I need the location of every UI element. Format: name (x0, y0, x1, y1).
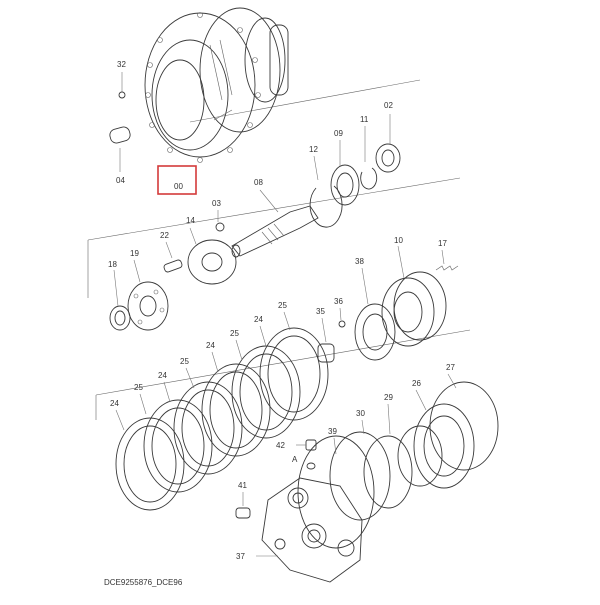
hub-assembly (317, 245, 459, 363)
piston-assembly (297, 373, 499, 549)
label-26: 26 (412, 379, 421, 388)
label-25d: 25 (134, 383, 143, 392)
label-30: 30 (356, 409, 365, 418)
seal-bearing-set (309, 114, 401, 228)
label-42: 42 (276, 441, 285, 450)
label-32: 32 (117, 60, 126, 69)
label-03: 03 (212, 199, 221, 208)
part-labels: 32 04 00 02 11 09 12 08 03 14 22 19 18 1… (108, 60, 455, 561)
label-24c: 24 (158, 371, 167, 380)
label-22: 22 (160, 231, 169, 240)
label-24a: 24 (254, 315, 263, 324)
label-24d: 24 (110, 399, 119, 408)
label-09: 09 (334, 129, 343, 138)
label-19: 19 (130, 249, 139, 258)
highlight-box (157, 165, 197, 195)
label-18: 18 (108, 260, 117, 269)
label-11: 11 (360, 115, 369, 124)
label-25a: 25 (278, 301, 287, 310)
friction-plates (115, 311, 329, 511)
housing-part (144, 7, 289, 163)
label-17: 17 (438, 239, 447, 248)
label-29: 29 (384, 393, 393, 402)
label-10: 10 (394, 236, 403, 245)
label-04: 04 (116, 176, 125, 185)
label-36: 36 (334, 297, 343, 306)
label-38: 38 (355, 257, 364, 266)
label-02: 02 (384, 101, 393, 110)
label-39: 39 (328, 427, 337, 436)
label-35: 35 (316, 307, 325, 316)
footer-code: DCE9255876_DCE96 (104, 578, 183, 587)
label-27: 27 (446, 363, 455, 372)
label-A: A (292, 455, 298, 464)
motor-body (235, 439, 363, 583)
label-12: 12 (309, 145, 318, 154)
label-25c: 25 (180, 357, 189, 366)
label-00: 00 (174, 182, 183, 191)
carrier-parts (109, 241, 183, 331)
shaft-assembly (187, 189, 319, 285)
label-14: 14 (186, 216, 195, 225)
label-37: 37 (236, 552, 245, 561)
section-frames (87, 79, 471, 420)
label-08: 08 (254, 178, 263, 187)
label-25b: 25 (230, 329, 239, 338)
label-24b: 24 (206, 341, 215, 350)
label-41: 41 (238, 481, 247, 490)
pin-part (109, 72, 131, 172)
